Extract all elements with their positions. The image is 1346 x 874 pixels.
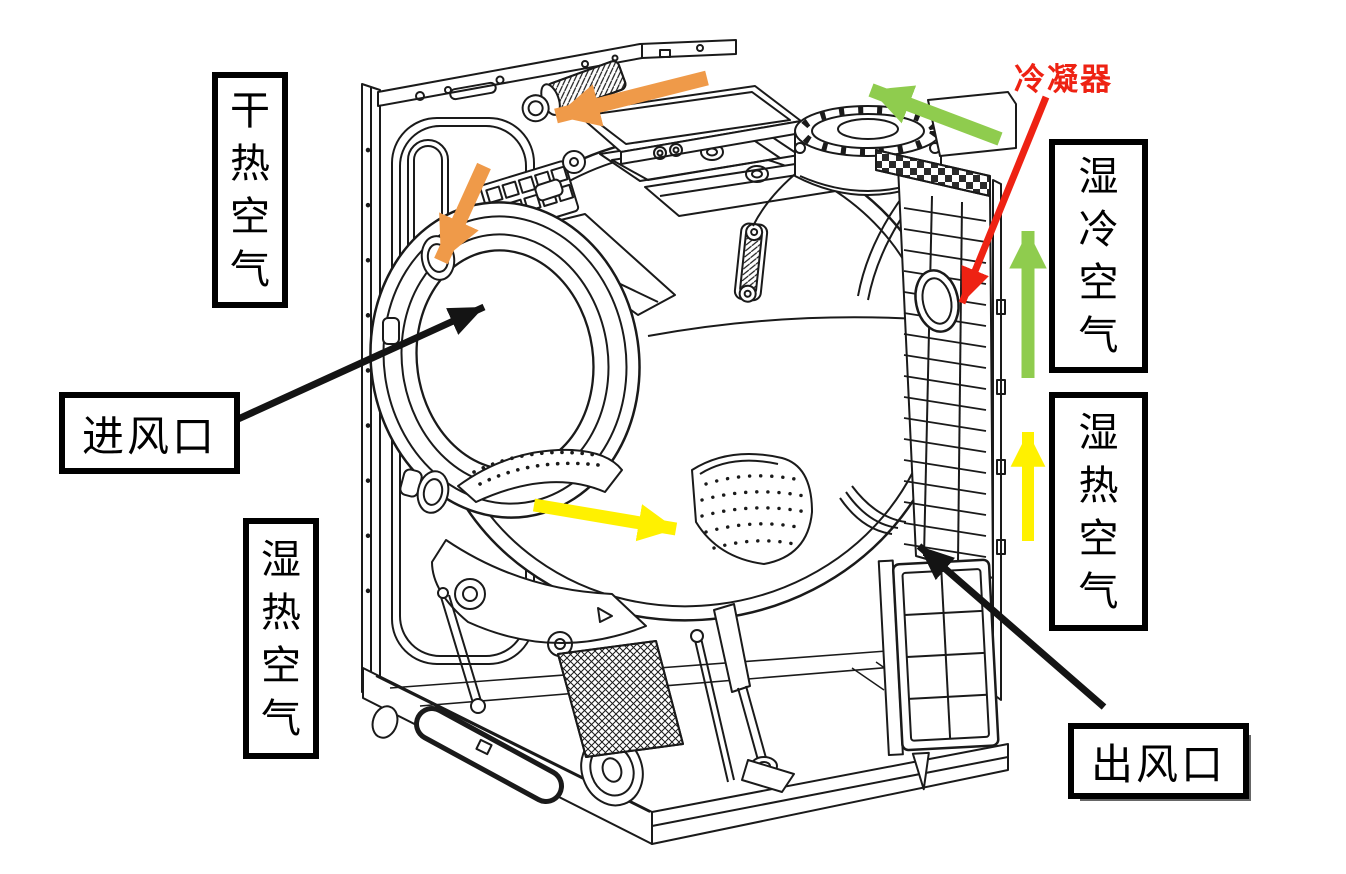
label-box-wet-hot-air-right: 湿热空气 (1049, 392, 1148, 631)
wet-cold-air-label: 湿冷空气 (1078, 154, 1119, 358)
wet-hot-air-left-label: 湿热空气 (261, 536, 301, 741)
air-inlet-label: 进风口 (81, 414, 217, 461)
machine-illustration (361, 39, 1017, 845)
heat-exchanger (557, 640, 684, 758)
air-outlet-label: 出风口 (1090, 742, 1226, 789)
door-ring (369, 178, 641, 519)
label-box-air-inlet: 进风口 (59, 392, 240, 474)
suspension-struts (437, 587, 795, 793)
right-panel-edge (992, 179, 1006, 701)
condenser-label: 冷凝器 (1014, 62, 1113, 97)
label-box-wet-hot-air-left: 湿热空气 (243, 518, 319, 759)
label-box-wet-cold-air: 湿冷空气 (1049, 139, 1148, 373)
dry-hot-air-label: 干热空气 (230, 88, 270, 292)
label-box-dry-hot-air: 干热空气 (212, 72, 288, 308)
tensioner (733, 222, 769, 303)
top-right-box (927, 91, 1017, 157)
front-support-casting (431, 539, 647, 657)
label-box-air-outlet: 出风口 (1068, 723, 1249, 799)
wet-hot-air-right-label: 湿热空气 (1078, 409, 1119, 614)
drum-interior (457, 448, 813, 565)
base-frame (362, 649, 1009, 845)
